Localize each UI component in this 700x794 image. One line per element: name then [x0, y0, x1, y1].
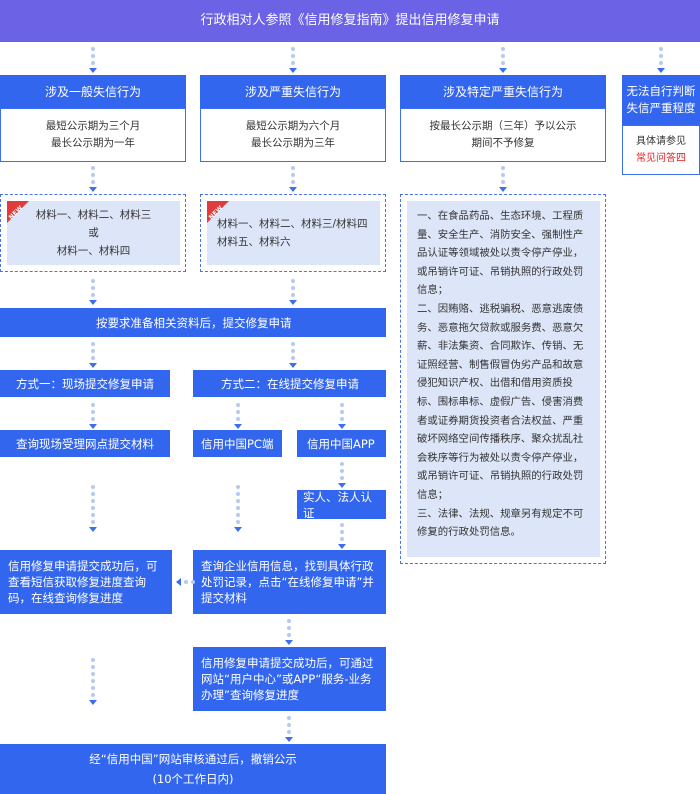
- method1-title: 方式一：现场提交修复申请: [0, 370, 170, 397]
- connector-arrow: [657, 47, 665, 73]
- connector-arrow: [234, 403, 242, 429]
- special-period-box: 按最长公示期（三年）予以公示 期间不予修复: [400, 108, 606, 162]
- connector-arrow: [285, 619, 293, 645]
- serious-period-box: 最短公示期为六个月 最长公示期为三年: [200, 108, 386, 162]
- connector-arrow: [234, 485, 242, 532]
- new-badge-icon: [7, 201, 29, 223]
- connector-arrow: [89, 47, 97, 73]
- connector-arrow: [89, 658, 97, 705]
- connector-arrow: [89, 485, 97, 532]
- top-title: 行政相对人参照《信用修复指南》提出信用修复申请: [200, 13, 500, 28]
- pc-site-step: 信用中国PC端: [193, 430, 282, 457]
- connector-arrow: [89, 342, 97, 368]
- top-title-bar: 行政相对人参照《信用修复指南》提出信用修复申请: [0, 0, 700, 42]
- special-header: 涉及特定严重失信行为: [400, 75, 606, 108]
- faq-four-link[interactable]: 常见问答四: [636, 153, 686, 164]
- app-step: 信用中国APP: [297, 430, 386, 457]
- connector-arrow: [285, 716, 293, 742]
- auth-step: 实人、法人认证: [297, 490, 386, 520]
- submit-step: 按要求准备相关资料后，提交修复申请: [0, 308, 386, 337]
- serious-header: 涉及严重失信行为: [200, 75, 386, 108]
- method1-step: 查询现场受理网点提交材料: [0, 430, 170, 457]
- final-step: 经“信用中国”网站审核通过后，撤销公示 (10个工作日内): [0, 744, 386, 794]
- special-detail-panel: 一、在食品药品、生态环境、工程质 量、安全生产、消防安全、强制性产 品认证等领域…: [407, 201, 600, 557]
- serious-materials-panel: 材料一、材料二、材料三/材料四 材料五、材料六 NEW: [207, 201, 380, 265]
- general-materials-panel: 材料一、材料二、材料三 或 材料一、材料四 NEW: [7, 201, 180, 265]
- connector-arrow: [289, 166, 297, 192]
- serious-materials-frame: 材料一、材料二、材料三/材料四 材料五、材料六 NEW: [200, 194, 386, 272]
- new-badge-icon: [207, 201, 229, 223]
- connector-arrow-left: [176, 578, 198, 586]
- connector-arrow: [289, 279, 297, 305]
- connector-arrow: [338, 403, 346, 429]
- connector-arrow: [338, 523, 346, 549]
- method2-title: 方式二：在线提交修复申请: [193, 370, 386, 397]
- connector-arrow: [289, 342, 297, 368]
- unknown-header: 无法自行判断 失信严重程度: [622, 75, 700, 125]
- unknown-body-box: 具体请参见 常见问答四: [622, 125, 700, 175]
- progress-query-step: 信用修复申请提交成功后，可通过网站“用户中心”或APP“服务-业务办理”查询修复…: [193, 647, 386, 711]
- connector-arrow: [289, 47, 297, 73]
- connector-arrow: [89, 403, 97, 429]
- general-header: 涉及一般失信行为: [0, 75, 186, 108]
- online-query-step: 查询企业信用信息，找到具体行政处罚记录，点击“在线修复申请”并提交材料: [193, 550, 386, 614]
- connector-arrow: [338, 462, 346, 488]
- sms-query-step: 信用修复申请提交成功后，可查看短信获取修复进度查询码，在线查询修复进度: [0, 550, 172, 614]
- connector-arrow: [89, 279, 97, 305]
- connector-arrow: [89, 166, 97, 192]
- general-period-box: 最短公示期为三个月 最长公示期为一年: [0, 108, 186, 162]
- connector-arrow: [499, 47, 507, 73]
- general-materials-frame: 材料一、材料二、材料三 或 材料一、材料四 NEW: [0, 194, 186, 272]
- connector-arrow: [499, 166, 507, 192]
- special-detail-frame: 一、在食品药品、生态环境、工程质 量、安全生产、消防安全、强制性产 品认证等领域…: [400, 194, 606, 564]
